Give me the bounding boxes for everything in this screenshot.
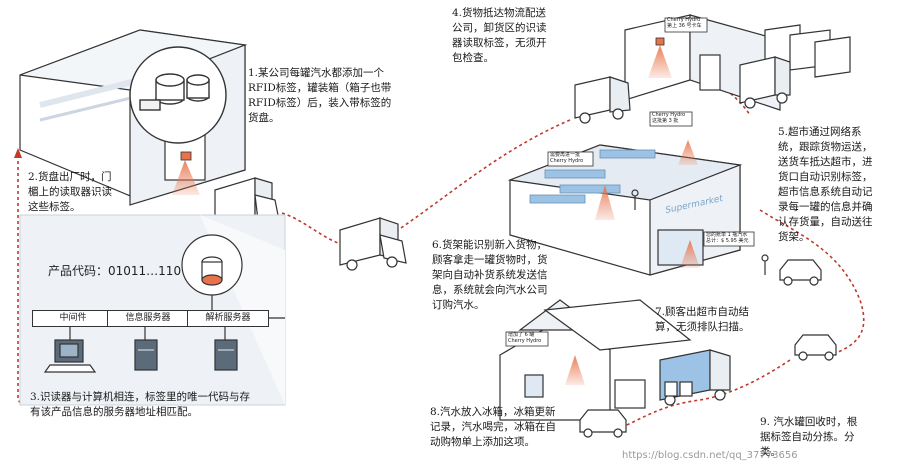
step-6-text: 6.货架能识别新入货物， 顾客拿走一罐货物时，货 架向自动补货系统发送信 息，系… [432,239,548,311]
house-car [579,409,627,438]
rfid-reader-gate-factory [172,151,200,195]
fridge-reader [565,355,585,385]
fridge-sign-text: 增加了 6 罐 Cherry Hydro [508,332,542,344]
flow-arrow-head [14,148,22,158]
shelf-sign-text-2: 需要再进一批 Cherry Hydro [550,152,584,164]
server-label-resolve: 解析服务器 [187,310,269,327]
computer-terminal [43,339,97,373]
product-code: 产品代码：01011…110 [48,264,182,278]
shelf-sign-box [649,111,693,127]
supermarket-building [507,144,743,276]
dc-sign-text: Cherry Hydro 第上 36 号卡车 [667,17,702,29]
shoppers [631,189,769,275]
info-server [134,339,158,371]
truck-middle [339,217,407,271]
server-label-middleware: 中间件 [32,310,114,327]
recycling-truck [659,349,731,406]
dc-sign-box [664,17,708,33]
resolve-server [214,339,238,371]
cars [779,259,837,361]
fridge-sign-box [505,331,549,347]
step-7-text: 7.顾客出超市自动结 算，无须排队扫描。 [655,306,750,333]
step-1-text: 1.某公司每罐汽水都添加一个 RFID标签，罐装箱（箱子也带 RFID标签）后，… [248,67,392,124]
step-5-text: 5.超市通过网络系 统，跟踪货物运送， 送货车抵达超市，进 货口自动识别标签， … [778,126,873,243]
checkout-sign-box [703,231,755,247]
watermark: https://blog.csdn.net/qq_37773656 [622,450,798,461]
recycling-bins [664,381,693,397]
step-8-text: 8.汽水放入冰箱，冰箱更新 记录，汽水喝完，冰箱在自 动购物单上添加这项。 [430,406,556,448]
truck-to-dc [574,76,631,124]
shelf-sign-text: Cherry Hydro 这批第 3 批 [652,112,686,124]
step-3-text: 3.识读器与计算机相连，标签里的唯一代码与存 有该产品信息的服务器地址相匹配。 [30,391,251,418]
reader-antenna [181,234,243,312]
parked-trucks [764,24,851,78]
rfid-reader-gate-store [595,140,700,268]
step-4-text: 4.货物抵达物流配送 公司，卸货区的识读 器读取标签，无须开 包检查。 [452,7,547,64]
server-label-info: 信息服务器 [107,310,189,327]
magnified-rfid-cans [129,46,227,144]
checkout-sign-text: 您的账单 1 瓶汽水 总计：$ 5.95 美元 [706,232,749,244]
truck-at-dc [739,56,791,109]
shelf-sign-box-2 [547,151,594,167]
step-2-text: 2.货盘出厂时，门 楣上的读取器识读 这些标签。 [28,171,112,213]
step-9-text: 9. 汽水罐回收时，根 据标签自动分拣。分 类。 [760,416,858,458]
rfid-reader-gate-dc [648,37,672,78]
